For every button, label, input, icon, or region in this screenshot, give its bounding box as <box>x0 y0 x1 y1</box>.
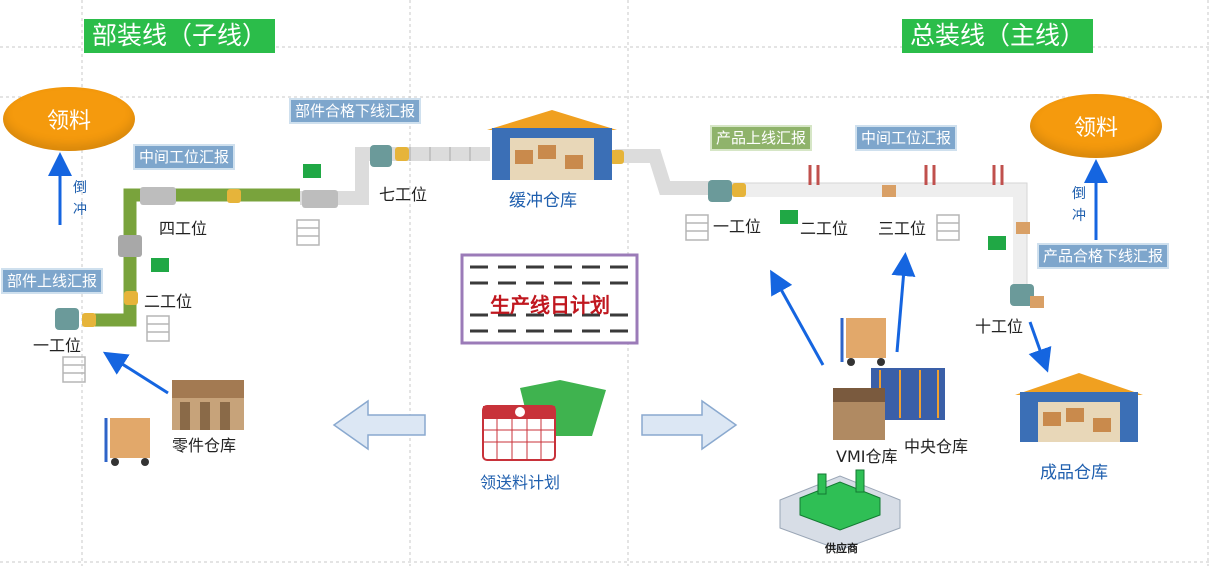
finished-warehouse-icon <box>1015 373 1143 442</box>
vmi-warehouse-label: VMI仓库 <box>836 447 898 466</box>
buffer-warehouse-icon <box>487 110 617 180</box>
supplier-factory-icon <box>779 469 901 551</box>
finished-warehouse-label: 成品仓库 <box>1040 463 1108 483</box>
pick-material-oval-right: 领料 <box>1030 94 1162 158</box>
delivery-plan-label: 领送料计划 <box>480 473 561 492</box>
machine-icon <box>55 145 1034 330</box>
main-line-header: 总装线（主线） <box>902 19 1094 53</box>
vmi-central-warehouse-photo <box>833 368 945 440</box>
daily-plan-label: 生产线日计划 <box>490 293 610 317</box>
daily-plan-board <box>460 253 639 345</box>
central-to-station-arrow <box>891 252 916 353</box>
supplier-label: 供应商 <box>825 542 858 555</box>
parts-to-station-arrow <box>102 351 169 395</box>
sub-station-2-label: 二工位 <box>144 292 193 311</box>
main-station-10-label: 十工位 <box>975 317 1024 336</box>
main-station-2-label: 二工位 <box>800 219 849 238</box>
central-warehouse-label: 中央仓库 <box>904 437 969 456</box>
parts-warehouse-label: 零件仓库 <box>172 436 237 455</box>
parts-warehouse-photo <box>172 380 244 430</box>
main-line-conveyor <box>710 183 1027 290</box>
product-pass-report: 产品合格下线汇报 <box>1037 243 1170 269</box>
to-finished-warehouse-arrow <box>1028 321 1052 373</box>
sub-station-4-label: 四工位 <box>159 219 208 238</box>
part-online-report: 部件上线汇报 <box>1 268 104 294</box>
left-hollow-arrow <box>332 399 426 451</box>
mid-station-report-right: 中间工位汇报 <box>855 125 958 151</box>
mid-station-report-left: 中间工位汇报 <box>133 144 236 170</box>
buffer-conveyor <box>615 149 710 195</box>
sub-line-header: 部装线（子线） <box>84 19 276 53</box>
buffer-warehouse-label: 缓冲仓库 <box>509 191 577 211</box>
hand-truck-icon <box>104 318 886 466</box>
main-station-3-label: 三工位 <box>878 219 927 238</box>
calendar-folder-icon <box>482 380 606 461</box>
sub-station-1-label: 一工位 <box>33 336 82 355</box>
main-station-1-label: 一工位 <box>713 217 762 236</box>
sub-station-7-label: 七工位 <box>379 185 428 204</box>
sub-line-conveyor <box>85 188 300 327</box>
backflush-label-right: 倒冲 <box>1072 186 1086 224</box>
right-hollow-arrow <box>641 399 738 451</box>
backflush-label-left: 倒冲 <box>73 180 87 218</box>
pick-material-oval-left: 领料 <box>3 87 135 151</box>
vmi-to-station-arrow <box>770 269 825 366</box>
part-pass-report: 部件合格下线汇报 <box>289 98 422 124</box>
product-online-report: 产品上线汇报 <box>710 125 813 151</box>
